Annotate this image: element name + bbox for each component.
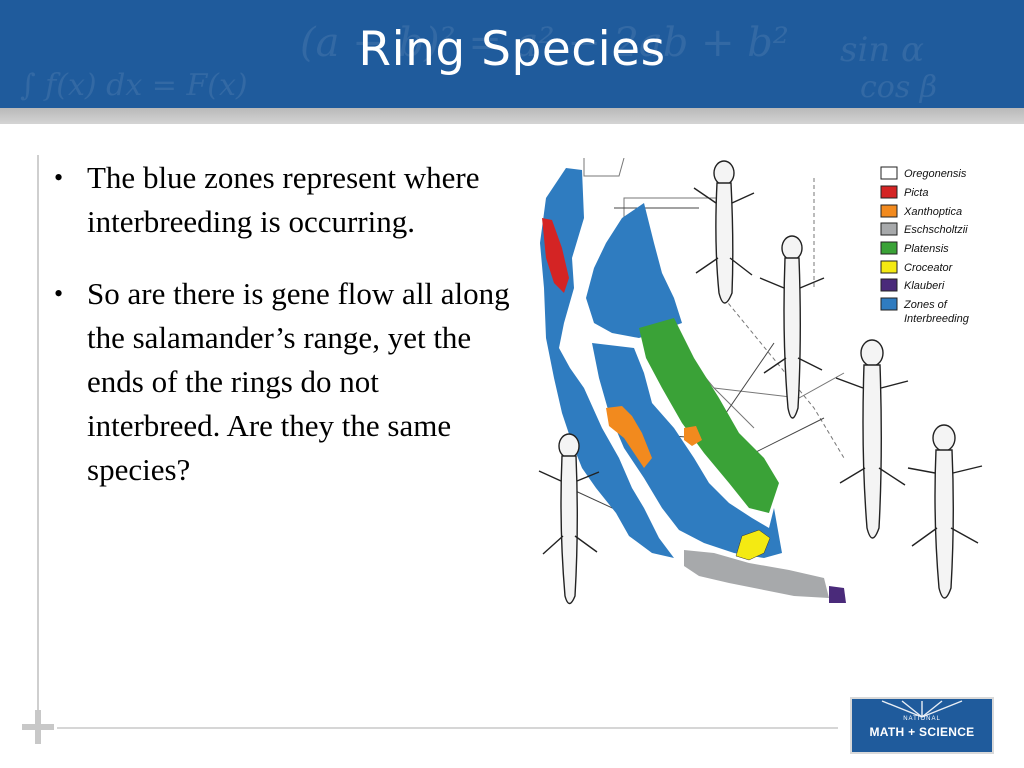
bullet-icon: • [54, 279, 64, 308]
plus-icon [22, 710, 54, 744]
legend-label-line: Zones of [903, 299, 948, 311]
legend-swatch [880, 222, 898, 236]
klauberi-range [829, 586, 846, 603]
bottom-border-line [57, 727, 838, 729]
formula-watermark: (a − b)² = a² − 2ab + b² [300, 20, 789, 66]
left-border-line [37, 155, 39, 710]
legend-label: Eschscholtzii [904, 224, 968, 236]
legend-label: Xanthoptica [903, 206, 962, 218]
title-banner: (a − b)² = a² − 2ab + b² sin α ∫ f(x) dx… [0, 0, 1024, 108]
bullet-item: • So are there is gene flow all along th… [50, 272, 510, 492]
bullet-item: • The blue zones represent where interbr… [50, 156, 510, 244]
legend-label: Picta [904, 187, 928, 199]
legend-swatch [880, 166, 898, 180]
formula-watermark: cos β [860, 70, 938, 105]
slide-title: Ring Species [358, 22, 666, 77]
legend-swatch [880, 241, 898, 255]
legend-swatch [880, 297, 898, 311]
eschscholtzii-range [684, 550, 829, 598]
legend-label: Oregonensis [904, 168, 967, 180]
formula-watermark: sin α [840, 30, 924, 70]
salamander-range-map: Oregonensis Picta Xanthoptica Eschscholt… [524, 157, 1000, 605]
legend-label-line: Interbreeding [904, 313, 970, 325]
legend-swatch [880, 204, 898, 218]
legend-label: Croceator [904, 262, 954, 274]
lower-interbreeding-zone [592, 343, 782, 558]
map-legend: Oregonensis Picta Xanthoptica Eschscholt… [880, 166, 970, 325]
picta-range [542, 218, 569, 293]
legend-label: Klauberi [904, 280, 945, 292]
xanthoptica-range [606, 406, 652, 468]
bullet-list: • The blue zones represent where interbr… [50, 156, 510, 492]
legend-label: Zones of Interbreeding [903, 299, 970, 325]
coastal-interbreeding-zone [540, 168, 674, 558]
logo-line-1: NATIONAL [903, 716, 941, 722]
legend-swatch [880, 260, 898, 274]
inner-interbreeding-zone [586, 203, 682, 338]
bullet-text: So are there is gene flow all along the … [87, 276, 510, 487]
math-science-logo: NATIONAL MATH + SCIENCE [850, 697, 994, 754]
salamander-illustrations [538, 160, 983, 605]
platensis-range [639, 318, 779, 513]
header-divider [0, 108, 1024, 124]
formula-watermark: ∫ f(x) dx = F(x) [20, 68, 248, 103]
logo-rays-icon [881, 700, 963, 718]
bullet-icon: • [54, 163, 64, 192]
xanthoptica-range [684, 426, 702, 446]
legend-swatch [880, 278, 898, 292]
bullet-text: The blue zones represent where interbree… [87, 160, 480, 239]
croceator-range [735, 529, 771, 561]
legend-label: Platensis [904, 243, 949, 255]
logo-line-2: MATH + SCIENCE [869, 725, 975, 739]
legend-swatch [880, 185, 898, 199]
